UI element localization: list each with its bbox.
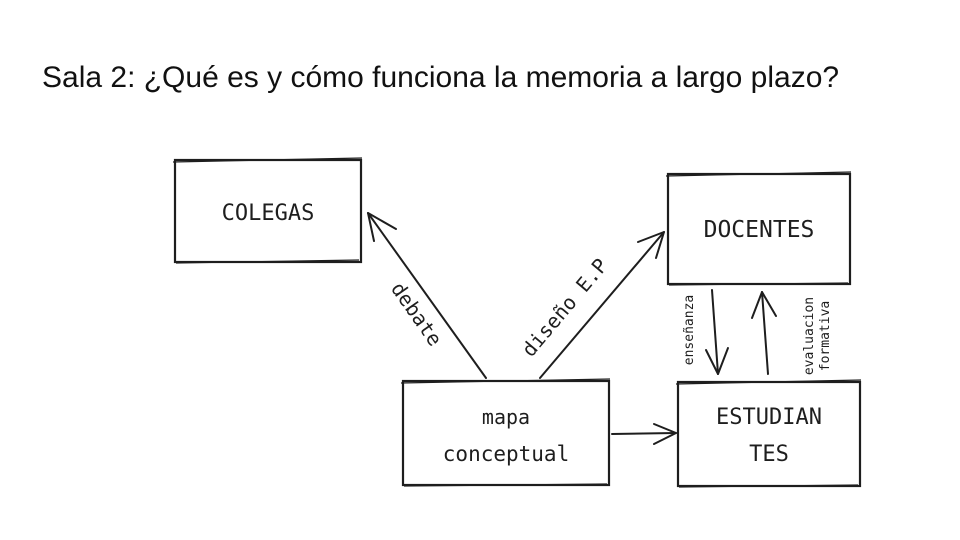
edge-docentes-to-estudiantes: enseñanza	[682, 289, 729, 375]
node-docentes: DOCENTES	[665, 171, 852, 286]
node-colegas: COLEGAS	[172, 157, 363, 264]
edge-mapa-to-estudiantes	[611, 423, 677, 445]
edge-label-formativa: formativa	[818, 301, 833, 371]
edge-label-ensenanza: enseñanza	[682, 295, 697, 365]
edge-label-debate: debate	[386, 278, 447, 351]
node-docentes-label: DOCENTES	[704, 217, 815, 243]
edge-estudiantes-to-docentes: evaluacion formativa	[751, 291, 833, 375]
edge-mapa-to-docentes: diseño E.P	[517, 231, 665, 379]
node-mapa-conceptual: mapa conceptual	[400, 378, 611, 487]
node-mapa-line2: conceptual	[443, 442, 569, 466]
edge-mapa-to-colegas: debate	[367, 212, 487, 379]
node-estudiantes-line2: TES	[749, 442, 789, 467]
edge-label-evaluacion: evaluacion	[802, 297, 817, 375]
edge-label-diseno: diseño E.P	[517, 254, 613, 362]
node-estudiantes: ESTUDIAN TES	[675, 379, 862, 488]
node-mapa-line1: mapa	[482, 405, 530, 429]
node-colegas-label: COLEGAS	[222, 201, 315, 226]
slide-title: Sala 2: ¿Qué es y cómo funciona la memor…	[42, 61, 840, 94]
node-estudiantes-line1: ESTUDIAN	[716, 405, 822, 430]
